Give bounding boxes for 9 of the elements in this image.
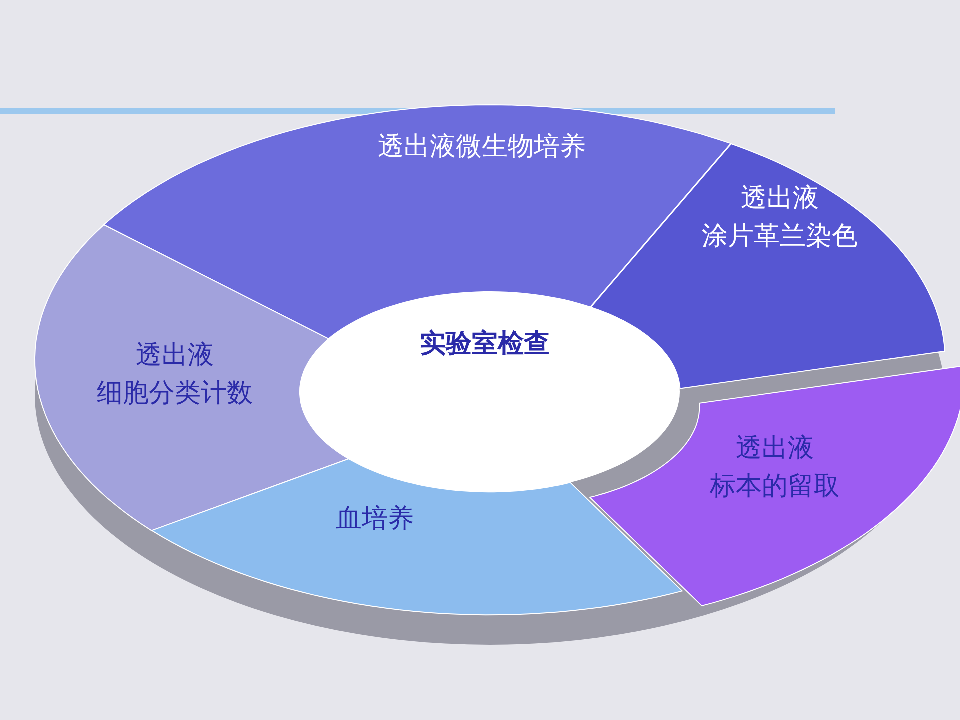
- segment-label: 细胞分类计数: [96, 376, 253, 410]
- segment-label: 血培养: [336, 503, 414, 536]
- segment-label: 透出液微生物培养: [378, 131, 586, 164]
- segment-label: 涂片革兰染色: [702, 220, 858, 253]
- segment-label: 标本的留取: [710, 470, 840, 503]
- segment-label: 透出液: [740, 182, 820, 216]
- segment-label: 透出液: [134, 339, 215, 372]
- segment-label: 实验室检查: [420, 328, 550, 362]
- segment-label: 透出液: [734, 432, 815, 466]
